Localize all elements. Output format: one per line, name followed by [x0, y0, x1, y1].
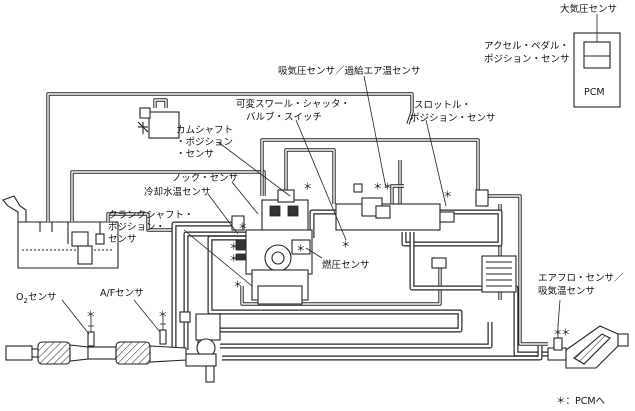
af-sensor-label: A/Fセンサ — [100, 288, 144, 299]
map-iat-sensor-label: 吸気圧センサ／過給エア温センサ — [278, 65, 421, 77]
af-sensor — [159, 316, 167, 345]
vacuum-hoses — [46, 92, 548, 346]
pcm-signal-markers: ＊ ＊ ＊ ＊ ＊ ＊ ＊ ＊ ＊ ＊ ＊ ＊ ＊ ＊ — [86, 182, 571, 339]
o2-label-prefix: O — [16, 292, 23, 303]
cam-sensor-label-1: カムシャフト — [176, 125, 233, 136]
marker-airflow-1: ＊ — [553, 328, 563, 339]
fuel-tank — [2, 195, 119, 269]
marker-o2: ＊ — [86, 310, 96, 321]
throttle-sensor-label-2: ポジション・センサ — [410, 113, 496, 124]
throttle-sensor-label-1: スロットル・ — [414, 100, 471, 111]
crank-sensor-label-3: センサ — [108, 234, 137, 245]
marker-ect-2: ＊ — [229, 254, 239, 265]
pcm-unit: PCM — [573, 14, 621, 108]
marker-swirl: ＊ — [341, 240, 351, 251]
knock-sensor-label: ノック・センサ — [172, 173, 238, 184]
marker-crank: ＊ — [233, 280, 243, 291]
cam-sensor-label-3: ・センサ — [176, 149, 214, 160]
marker-throttle: ＊ — [443, 190, 453, 201]
marker-fuel-pressure: ＊ — [296, 244, 306, 255]
ect-sensor-label: 冷却水温センサ — [144, 186, 211, 198]
airflow-sensor-label-2: 吸気温センサ — [538, 285, 595, 297]
marker-knock: ＊ — [238, 222, 248, 233]
airflow-sensor — [553, 324, 563, 351]
leader-lines — [61, 75, 561, 335]
exhaust-system — [5, 341, 187, 365]
air-cleaner — [547, 325, 629, 369]
charcoal-canister — [137, 107, 180, 139]
marker-map-1: ＊ — [373, 182, 383, 193]
swirl-switch-label-1: 可変スワール・シャッタ・ — [236, 98, 350, 110]
app-sensor-label-2: ポジション・センサ — [484, 54, 570, 65]
app-sensor-label-1: アクセル・ペダル・ — [484, 40, 569, 52]
baro-sensor-label: 大気圧センサ — [560, 3, 617, 15]
crank-sensor-label-1: クランクシャフト・ — [108, 210, 194, 221]
marker-ect-1: ＊ — [229, 242, 239, 253]
crank-sensor-label-2: ポジション・ — [108, 222, 165, 233]
airflow-sensor-label-1: エアフロ・センサ／ — [538, 273, 624, 284]
marker-airflow-2: ＊ — [561, 328, 571, 339]
marker-af: ＊ — [158, 310, 168, 321]
engine-block — [231, 189, 313, 305]
intercooler — [481, 255, 517, 293]
fuel-pressure-sensor-label: 燃圧センサ — [322, 259, 370, 271]
o2-sensor — [87, 316, 95, 347]
o2-sensor-label: O2センサ — [16, 292, 56, 305]
o2-label-suffix: センサ — [28, 292, 57, 303]
cam-sensor-label-2: ・ポジション — [176, 137, 233, 148]
marker-cam: ＊ — [303, 182, 313, 193]
turbocharger — [179, 311, 221, 383]
intake-manifold — [335, 183, 489, 269]
swirl-switch-label-2: バルブ・スイッチ — [246, 111, 322, 123]
o2-label-sub: 2 — [23, 297, 27, 305]
legend: ＊：PCMへ — [556, 396, 606, 407]
pcm-label: PCM — [584, 87, 605, 98]
marker-map-2: ＊ — [383, 182, 393, 193]
